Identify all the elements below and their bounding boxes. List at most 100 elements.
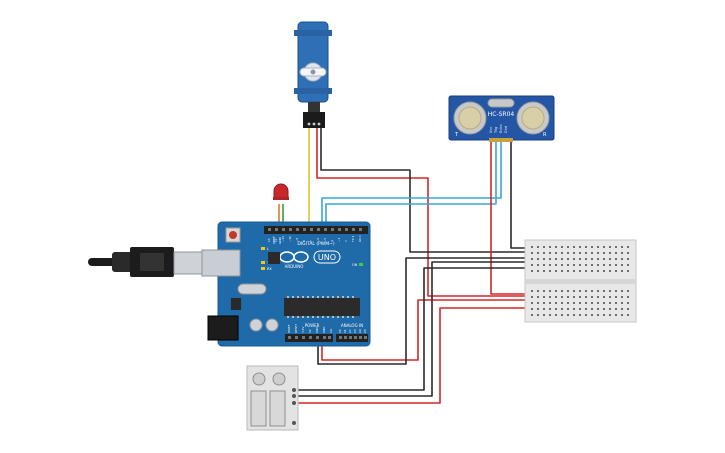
breadboard-hole[interactable] <box>579 308 581 310</box>
breadboard-hole[interactable] <box>615 314 617 316</box>
breadboard-hole[interactable] <box>585 308 587 310</box>
breadboard-hole[interactable] <box>561 314 563 316</box>
breadboard-hole[interactable] <box>543 246 545 248</box>
red-led-icon[interactable] <box>273 183 289 200</box>
breadboard-hole[interactable] <box>627 264 629 266</box>
breadboard-hole[interactable] <box>615 296 617 298</box>
breadboard-hole[interactable] <box>537 264 539 266</box>
breadboard-hole[interactable] <box>537 296 539 298</box>
breadboard-hole[interactable] <box>603 270 605 272</box>
breadboard-hole[interactable] <box>567 308 569 310</box>
breadboard-hole[interactable] <box>531 308 533 310</box>
breadboard-hole[interactable] <box>543 258 545 260</box>
breadboard-hole[interactable] <box>549 264 551 266</box>
breadboard-hole[interactable] <box>621 252 623 254</box>
breadboard-hole[interactable] <box>603 264 605 266</box>
breadboard-hole[interactable] <box>555 264 557 266</box>
breadboard-hole[interactable] <box>573 246 575 248</box>
breadboard-hole[interactable] <box>531 264 533 266</box>
breadboard-hole[interactable] <box>561 252 563 254</box>
breadboard-hole[interactable] <box>585 296 587 298</box>
breadboard-hole[interactable] <box>579 252 581 254</box>
breadboard-hole[interactable] <box>555 314 557 316</box>
breadboard-hole[interactable] <box>555 302 557 304</box>
breadboard-hole[interactable] <box>597 264 599 266</box>
breadboard-hole[interactable] <box>621 308 623 310</box>
breadboard-hole[interactable] <box>591 270 593 272</box>
breadboard-hole[interactable] <box>609 302 611 304</box>
breadboard-hole[interactable] <box>597 258 599 260</box>
breadboard-hole[interactable] <box>567 270 569 272</box>
breadboard-hole[interactable] <box>603 258 605 260</box>
breadboard-hole[interactable] <box>603 290 605 292</box>
breadboard-hole[interactable] <box>579 246 581 248</box>
breadboard-hole[interactable] <box>531 270 533 272</box>
breadboard-hole[interactable] <box>561 246 563 248</box>
breadboard-hole[interactable] <box>603 308 605 310</box>
servo-motor[interactable] <box>294 21 332 128</box>
breadboard-hole[interactable] <box>531 314 533 316</box>
breadboard-hole[interactable] <box>561 308 563 310</box>
breadboard-hole[interactable] <box>615 252 617 254</box>
breadboard-hole[interactable] <box>603 252 605 254</box>
breadboard-hole[interactable] <box>609 270 611 272</box>
breadboard-hole[interactable] <box>615 290 617 292</box>
breadboard-hole[interactable] <box>597 302 599 304</box>
breadboard-hole[interactable] <box>615 308 617 310</box>
breadboard-hole[interactable] <box>615 258 617 260</box>
breadboard-hole[interactable] <box>585 314 587 316</box>
wire-switch-power[interactable] <box>296 307 527 404</box>
reset-button[interactable] <box>229 231 237 239</box>
breadboard-hole[interactable] <box>537 290 539 292</box>
breadboard-hole[interactable] <box>585 246 587 248</box>
breadboard-hole[interactable] <box>549 246 551 248</box>
ultrasonic-sensor[interactable]: HC-SR04 T R Vcc Trig Echo Gnd <box>448 95 555 142</box>
breadboard-hole[interactable] <box>579 296 581 298</box>
breadboard-hole[interactable] <box>597 308 599 310</box>
breadboard-hole[interactable] <box>573 264 575 266</box>
breadboard-hole[interactable] <box>531 258 533 260</box>
breadboard-hole[interactable] <box>597 290 599 292</box>
breadboard-hole[interactable] <box>537 270 539 272</box>
breadboard-hole[interactable] <box>615 246 617 248</box>
breadboard-hole[interactable] <box>567 252 569 254</box>
breadboard-hole[interactable] <box>591 314 593 316</box>
breadboard-hole[interactable] <box>555 270 557 272</box>
breadboard-hole[interactable] <box>615 264 617 266</box>
breadboard-hole[interactable] <box>603 302 605 304</box>
breadboard-hole[interactable] <box>573 296 575 298</box>
breadboard-hole[interactable] <box>585 252 587 254</box>
breadboard-hole[interactable] <box>549 252 551 254</box>
breadboard-hole[interactable] <box>627 252 629 254</box>
breadboard-hole[interactable] <box>531 302 533 304</box>
breadboard-hole[interactable] <box>543 270 545 272</box>
breadboard-hole[interactable] <box>567 290 569 292</box>
breadboard-hole[interactable] <box>591 302 593 304</box>
breadboard-hole[interactable] <box>531 296 533 298</box>
breadboard-hole[interactable] <box>621 314 623 316</box>
breadboard-hole[interactable] <box>585 302 587 304</box>
breadboard-hole[interactable] <box>543 308 545 310</box>
breadboard-hole[interactable] <box>561 290 563 292</box>
breadboard-hole[interactable] <box>549 308 551 310</box>
usb-port[interactable] <box>201 249 241 277</box>
breadboard-hole[interactable] <box>585 258 587 260</box>
breadboard-hole[interactable] <box>591 252 593 254</box>
breadboard-hole[interactable] <box>531 252 533 254</box>
breadboard-hole[interactable] <box>585 290 587 292</box>
breadboard-hole[interactable] <box>597 252 599 254</box>
breadboard-hole[interactable] <box>567 264 569 266</box>
breadboard-hole[interactable] <box>567 314 569 316</box>
breadboard-hole[interactable] <box>567 296 569 298</box>
breadboard-hole[interactable] <box>561 264 563 266</box>
breadboard-hole[interactable] <box>549 302 551 304</box>
breadboard-hole[interactable] <box>573 290 575 292</box>
breadboard-hole[interactable] <box>573 270 575 272</box>
breadboard-hole[interactable] <box>537 302 539 304</box>
breadboard-hole[interactable] <box>567 246 569 248</box>
breadboard-hole[interactable] <box>573 252 575 254</box>
breadboard-hole[interactable] <box>573 308 575 310</box>
breadboard-hole[interactable] <box>537 314 539 316</box>
breadboard-hole[interactable] <box>543 302 545 304</box>
breadboard-hole[interactable] <box>615 270 617 272</box>
